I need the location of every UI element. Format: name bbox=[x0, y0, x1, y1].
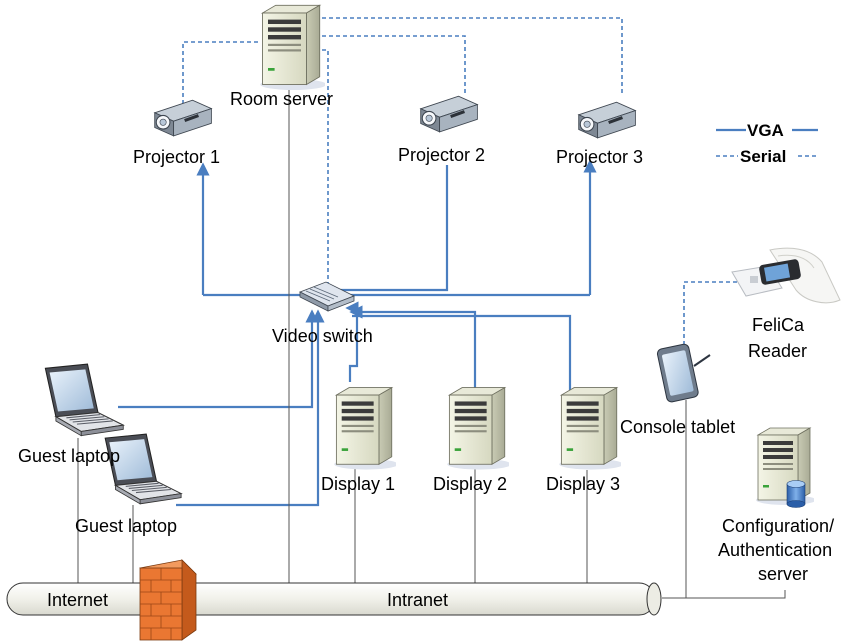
lan-connections bbox=[77, 82, 786, 599]
display-3-label: Display 3 bbox=[546, 474, 620, 494]
config-server-icon bbox=[755, 427, 814, 506]
display-1-server-icon bbox=[333, 387, 396, 470]
guest-laptop-1-icon bbox=[44, 363, 124, 437]
tablet-icon bbox=[656, 343, 711, 403]
labels: Room server Projector 1 Projector 2 Proj… bbox=[18, 89, 834, 610]
room-server-label: Room server bbox=[230, 89, 333, 109]
display-2-label: Display 2 bbox=[433, 474, 507, 494]
projector-2-icon bbox=[420, 95, 478, 133]
vga-connections bbox=[118, 159, 597, 507]
config-server-label-line3: server bbox=[758, 564, 808, 584]
felica-reader-icon bbox=[731, 247, 841, 304]
config-server-label-line1: Configuration/ bbox=[722, 516, 834, 536]
firewall-icon bbox=[139, 559, 197, 641]
video-switch-icon bbox=[299, 281, 355, 312]
projector-1-label: Projector 1 bbox=[133, 147, 220, 167]
display-2-server-icon bbox=[446, 387, 509, 470]
projector-2-label: Projector 2 bbox=[398, 145, 485, 165]
felica-reader-label-line2: Reader bbox=[748, 341, 807, 361]
projector-3-icon bbox=[578, 101, 636, 139]
legend-vga-label: VGA bbox=[747, 121, 784, 140]
guest-laptop-2-label: Guest laptop bbox=[75, 516, 177, 536]
display-3-server-icon bbox=[558, 387, 621, 470]
guest-laptop-2-icon bbox=[104, 433, 182, 505]
console-tablet-label: Console tablet bbox=[620, 417, 735, 437]
serial-connections bbox=[182, 17, 742, 345]
config-server-label-line2: Authentication bbox=[718, 540, 832, 560]
video-switch-label: Video switch bbox=[272, 326, 373, 346]
projector-3-label: Projector 3 bbox=[556, 147, 643, 167]
legend-serial-label: Serial bbox=[740, 147, 786, 166]
database-icon bbox=[786, 480, 806, 508]
room-server-icon bbox=[259, 4, 325, 90]
intranet-label: Intranet bbox=[387, 590, 448, 610]
projector-1-icon bbox=[154, 99, 212, 137]
guest-laptop-1-label: Guest laptop bbox=[18, 446, 120, 466]
legend: VGA Serial bbox=[716, 121, 818, 166]
display-1-label: Display 1 bbox=[321, 474, 395, 494]
internet-label: Internet bbox=[47, 590, 108, 610]
felica-reader-label-line1: FeliCa bbox=[752, 315, 805, 335]
